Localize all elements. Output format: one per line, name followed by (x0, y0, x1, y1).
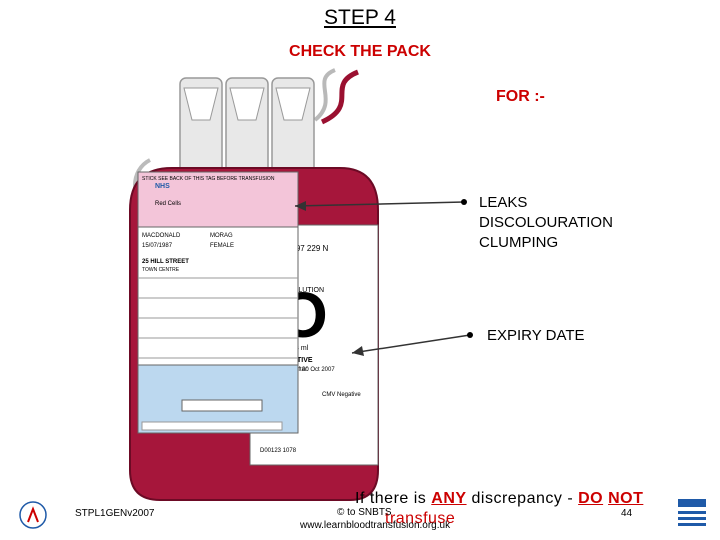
tag-pink (137, 171, 299, 228)
tag-dob: 15/07/1987 (142, 243, 173, 249)
tag-surname: MACDONALD (142, 233, 181, 239)
arrow-expiry (351, 334, 471, 354)
warning-prefix: If there is (355, 490, 427, 507)
warning-do: DO (578, 490, 604, 507)
warning-line2: transfuse (385, 510, 456, 527)
tag-component: Red Cells (155, 201, 181, 207)
label-cmv: CMV Negative (322, 392, 361, 398)
expiry-label: EXPIRY DATE (487, 327, 585, 344)
page-subtitle: CHECK THE PACK (289, 43, 431, 60)
website-link[interactable]: www.learnbloodtransfusion.org.uk (300, 520, 451, 531)
page-title: STEP 4 (324, 6, 396, 29)
label-barcode-number: D00123 1078 (260, 448, 297, 454)
tag-forename: MORAG (210, 233, 233, 239)
tag-gender: FEMALE (210, 243, 234, 249)
warning-mid: discrepancy - (471, 490, 574, 507)
check-item-discolouration: DISCOLOURATION (479, 214, 613, 231)
warning-message: If there is ANY discrepancy - DO NOT tra… (355, 490, 644, 527)
warning-not: NOT (608, 490, 644, 507)
check-item-clumping: CLUMPING (479, 234, 559, 251)
document-code: STPL1GENv2007 (75, 508, 155, 519)
label-expiry-value: 30 Oct 2007 (302, 367, 335, 373)
tag-address: 25 HILL STREET (142, 259, 189, 265)
check-item-leaks: LEAKS (479, 194, 528, 211)
page-number: 44 (621, 508, 633, 519)
snbts-logo-icon (678, 499, 706, 526)
copyright: © to SNBTS (337, 507, 392, 518)
for-label: FOR :- (496, 88, 545, 105)
check-list: LEAKS DISCOLOURATION CLUMPING (479, 193, 613, 253)
warning-any: ANY (431, 490, 467, 507)
tag-header: STICK SEE BACK OF THIS TAG BEFORE TRANSF… (142, 176, 275, 182)
arrow-leaks (294, 201, 465, 207)
tag-town: TOWN CENTRE (142, 267, 180, 273)
blood-bag-illustration: G101 602 597 229 N ADDITIVE SOLUTION O V… (129, 68, 473, 501)
ribbon-logo-icon (19, 501, 47, 529)
nhs-logo: NHS (155, 183, 170, 190)
